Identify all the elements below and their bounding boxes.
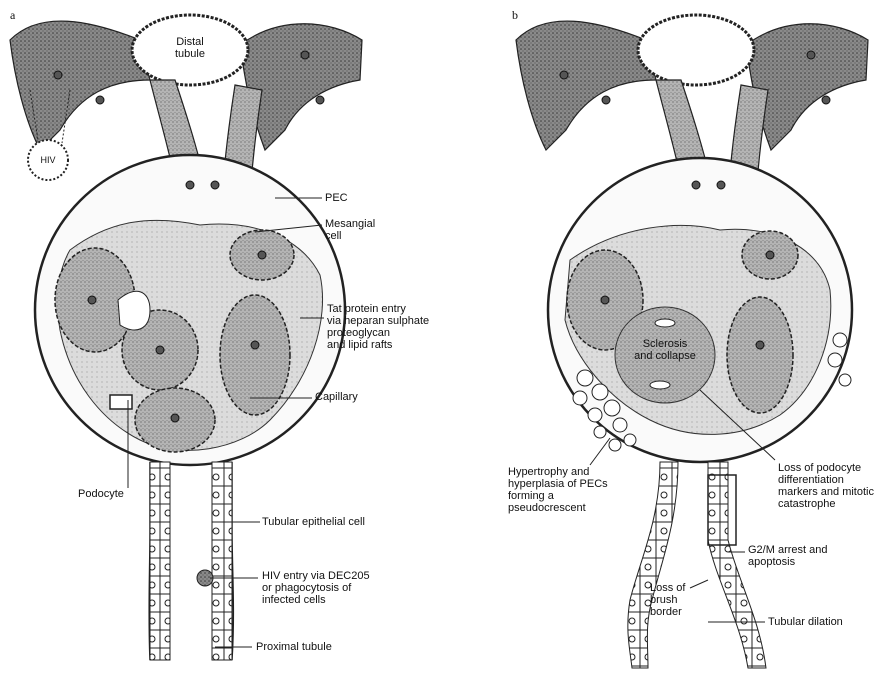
podocyte xyxy=(110,395,132,409)
panel-a xyxy=(10,15,362,660)
label-sclerosis: Sclerosis and collapse xyxy=(625,338,705,362)
afferent-arteriole xyxy=(10,21,150,150)
label-distal-tubule: Distal tubule xyxy=(160,36,220,60)
label-tubular-dilation: Tubular dilation xyxy=(768,616,843,628)
capillary-loop-b2 xyxy=(727,297,793,413)
label-loss-brush-border: Loss of brush border xyxy=(650,582,685,618)
sclerosis-hole-1 xyxy=(655,319,675,327)
label-tat-entry: Tat protein entry via heparan sulphate p… xyxy=(327,303,429,351)
label-podocyte: Podocyte xyxy=(78,488,124,500)
label-hiv: HIV xyxy=(32,154,64,166)
afferent-arteriole-b xyxy=(516,21,656,150)
label-tubular-epithelial-cell: Tubular epithelial cell xyxy=(262,516,365,528)
label-mesangial-cell: Mesangial cell xyxy=(325,218,375,242)
label-hiv-entry: HIV entry via DEC205 or phagocytosis of … xyxy=(262,570,370,606)
label-capillary: Capillary xyxy=(315,391,358,403)
panel-a-letter: a xyxy=(10,8,15,23)
distal-tubule-b xyxy=(638,15,754,85)
urinary-space-notch xyxy=(118,291,150,330)
label-g2m-arrest: G2/M arrest and apoptosis xyxy=(748,544,827,568)
efferent-arteriole xyxy=(240,24,362,150)
tubule-b-left xyxy=(628,462,678,668)
capillary-loop-3 xyxy=(220,295,290,415)
tubule-wall-right xyxy=(212,462,232,660)
tubule-wall-left xyxy=(150,462,170,660)
label-proximal-tubule: Proximal tubule xyxy=(256,641,332,653)
efferent-arteriole-b xyxy=(746,24,868,150)
sclerosis-hole-2 xyxy=(650,381,670,389)
label-hypertrophy: Hypertrophy and hyperplasia of PECs form… xyxy=(508,466,608,514)
panel-b-letter: b xyxy=(512,8,518,23)
label-loss-podocyte: Loss of podocyte differentiation markers… xyxy=(778,462,874,510)
label-pec: PEC xyxy=(325,192,348,204)
